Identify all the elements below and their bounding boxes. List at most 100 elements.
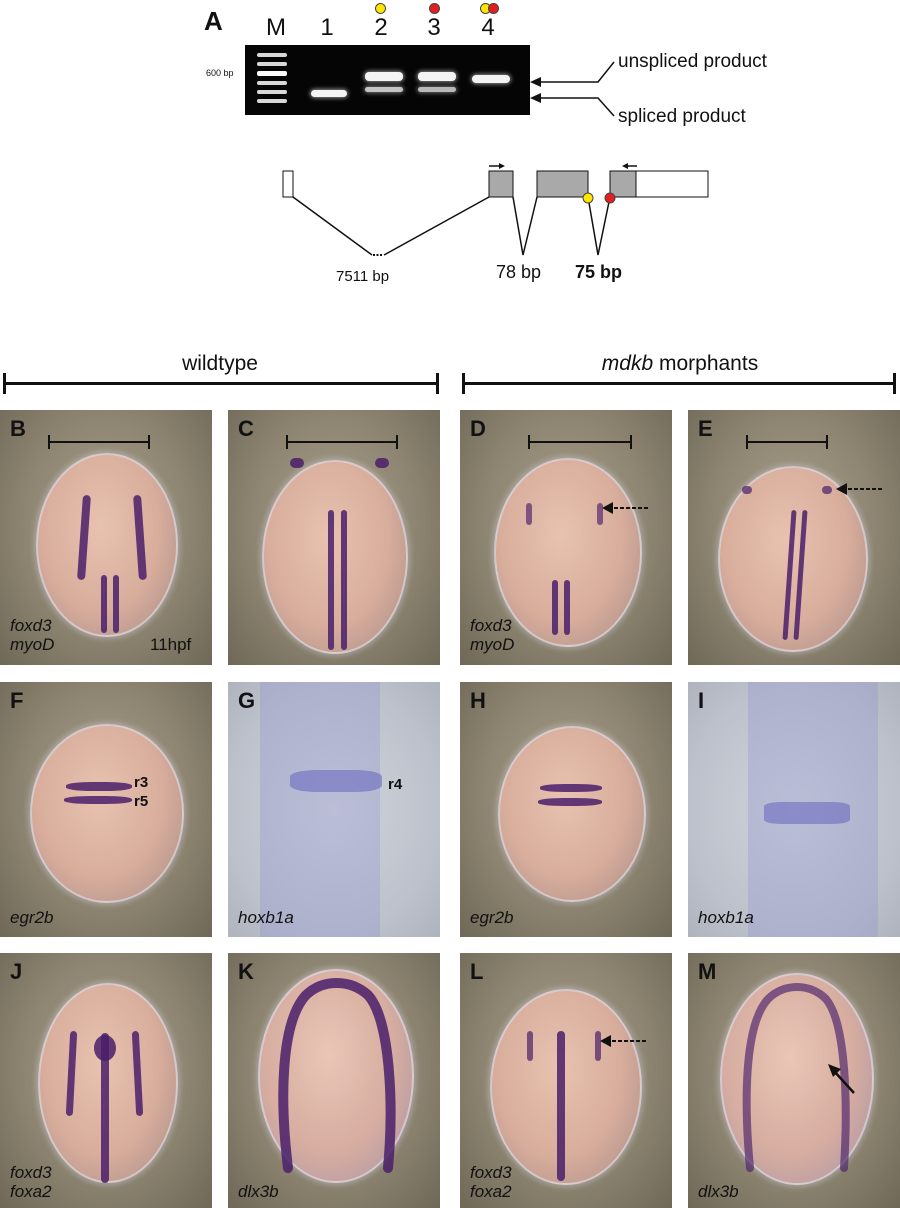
panel-l-gene-2: foxa2 bbox=[470, 1182, 512, 1201]
panel-m-gene: dlx3b bbox=[698, 1182, 739, 1201]
wildtype-bracket bbox=[3, 373, 439, 394]
gel-image bbox=[245, 45, 530, 115]
exon-3 bbox=[536, 170, 589, 198]
r5-stain bbox=[64, 796, 132, 804]
lane-2-unspliced-band bbox=[365, 72, 403, 81]
panel-l: L foxd3 foxa2 bbox=[460, 953, 672, 1208]
unspliced-arrow bbox=[536, 61, 615, 83]
r5-label: r5 bbox=[134, 793, 149, 810]
panel-g-label: G bbox=[238, 688, 256, 713]
neural-crest-stain-right bbox=[597, 503, 603, 525]
neural-crest-stain-right bbox=[595, 1031, 601, 1061]
panel-f-gene: egr2b bbox=[10, 908, 54, 927]
panel-e-label: E bbox=[698, 416, 713, 441]
exon-4-coding bbox=[609, 170, 637, 198]
intron-1 bbox=[292, 196, 373, 256]
embryo bbox=[498, 726, 646, 902]
scale-bar bbox=[528, 435, 632, 449]
panel-i-label: I bbox=[698, 688, 705, 713]
forward-primer-arrowhead bbox=[499, 163, 505, 169]
r3-stain bbox=[66, 782, 132, 791]
notochord-stain bbox=[557, 1031, 565, 1181]
panel-a-diagram bbox=[282, 61, 709, 256]
ladder-band bbox=[257, 99, 287, 103]
scale-bar bbox=[48, 435, 150, 449]
lane-label-2: 2 bbox=[374, 14, 388, 41]
intron-3 bbox=[587, 196, 611, 256]
morphant-heading-rest: morphants bbox=[653, 352, 759, 375]
panel-j-label: J bbox=[10, 959, 23, 984]
r4-label: r4 bbox=[388, 776, 403, 793]
adaxial-stain-left bbox=[328, 510, 334, 650]
panel-k-gene: dlx3b bbox=[238, 1182, 279, 1201]
spliced-arrow bbox=[536, 97, 615, 117]
morphant-bracket bbox=[462, 373, 896, 394]
embryo bbox=[30, 724, 184, 903]
red-dot-lane-4 bbox=[488, 3, 499, 14]
r4-stain bbox=[290, 770, 382, 792]
panel-i: I hoxb1a bbox=[688, 682, 900, 937]
adaxial-stain-right bbox=[564, 580, 570, 635]
adaxial-stain-right bbox=[341, 510, 347, 650]
panel-g: r4 G hoxb1a bbox=[228, 682, 440, 937]
panel-h: H egr2b bbox=[460, 682, 672, 937]
intron-2 bbox=[512, 196, 538, 256]
dashed-arrow bbox=[600, 1035, 646, 1047]
panel-f-label: F bbox=[10, 688, 24, 713]
panel-j-gene-1: foxd3 bbox=[10, 1163, 52, 1182]
panel-k-label: K bbox=[238, 959, 254, 984]
dashed-arrow bbox=[836, 483, 882, 495]
panel-i-gene: hoxb1a bbox=[698, 908, 754, 927]
neural-crest-stain-left bbox=[742, 486, 752, 494]
lane-2-spliced-band bbox=[365, 87, 403, 92]
panel-b-label: B bbox=[10, 416, 26, 441]
r4-stain bbox=[764, 802, 850, 824]
embryo bbox=[262, 460, 408, 654]
r3-label: r3 bbox=[134, 774, 149, 791]
red-morpholino-site bbox=[604, 192, 616, 204]
lane-3-spliced-band bbox=[418, 87, 456, 92]
yellow-morpholino-site bbox=[582, 192, 594, 204]
panel-k: K dlx3b bbox=[228, 953, 440, 1208]
exon-2 bbox=[488, 170, 514, 198]
neural-crest-stain-right bbox=[822, 486, 832, 494]
adaxial-stain-right bbox=[113, 575, 119, 633]
lane-label-1: 1 bbox=[320, 14, 334, 41]
unspliced-product-label: unspliced product bbox=[618, 51, 767, 72]
spliced-arrowhead bbox=[530, 93, 541, 103]
lane-label-3: 3 bbox=[427, 14, 441, 41]
panel-c-label: C bbox=[238, 416, 254, 441]
lane-4-unspliced-band bbox=[472, 75, 510, 83]
panel-g-gene: hoxb1a bbox=[238, 908, 294, 927]
exon-1 bbox=[282, 170, 294, 198]
r3-stain bbox=[540, 784, 602, 792]
panel-m: M dlx3b bbox=[688, 953, 900, 1208]
panel-a-label: A bbox=[204, 6, 223, 36]
embryo bbox=[490, 989, 642, 1185]
panel-c: C bbox=[228, 410, 440, 665]
panel-h-gene: egr2b bbox=[470, 908, 514, 927]
stage-label: 11hpf bbox=[150, 635, 192, 654]
exon-4-utr bbox=[635, 170, 709, 198]
unspliced-arrowhead bbox=[530, 77, 541, 87]
panel-d-gene-1: foxd3 bbox=[470, 616, 512, 635]
r5-stain bbox=[538, 798, 602, 806]
reverse-primer-arrowhead bbox=[622, 163, 628, 169]
spliced-product-label: spliced product bbox=[618, 106, 746, 127]
neural-crest-stain-right bbox=[375, 458, 389, 468]
ladder-band bbox=[257, 62, 287, 66]
neural-crest-stain-left bbox=[526, 503, 532, 525]
lane-1-spliced-band bbox=[311, 90, 347, 97]
dlx3b-stain bbox=[742, 983, 850, 1172]
lane-label-4: 4 bbox=[481, 14, 495, 41]
dashed-arrow bbox=[602, 502, 648, 514]
morphant-heading: mdkb morphants bbox=[462, 352, 898, 376]
wildtype-heading: wildtype bbox=[182, 352, 258, 375]
panel-d: D foxd3 myoD bbox=[460, 410, 672, 665]
ladder-band bbox=[257, 53, 287, 57]
prechordal-stain bbox=[94, 1035, 116, 1061]
intron-1-size: 7511 bp bbox=[336, 268, 390, 285]
intron-2-size: 78 bp bbox=[496, 262, 542, 282]
panel-b-gene-1: foxd3 bbox=[10, 616, 52, 635]
marker-size-label: 600 bp bbox=[206, 68, 234, 78]
